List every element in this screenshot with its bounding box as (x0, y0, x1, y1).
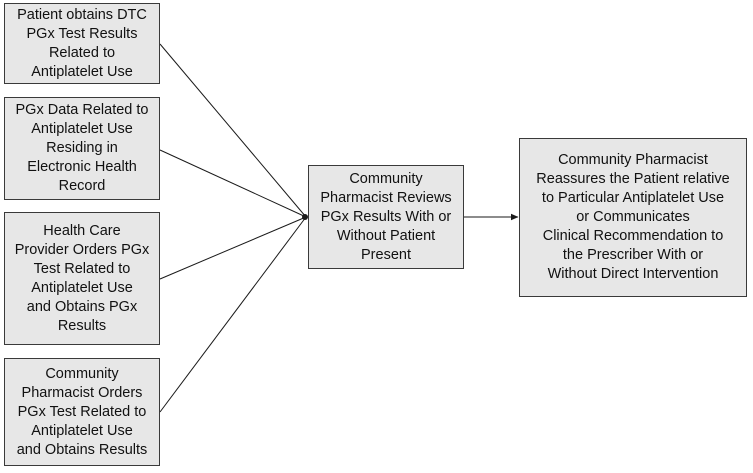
node-pharmacist-outcome: Community Pharmacist Reassures the Patie… (519, 138, 747, 297)
node-pharmacist-reviews-results: Community Pharmacist Reviews PGx Results… (308, 165, 464, 269)
node-provider-orders-pgx: Health Care Provider Orders PGx Test Rel… (4, 212, 160, 345)
node-pharmacist-orders-pgx: Community Pharmacist Orders PGx Test Rel… (4, 358, 160, 466)
node-label: PGx Data Related to Antiplatelet Use Res… (15, 102, 149, 194)
merge-point (302, 214, 308, 220)
node-label: Community Pharmacist Reassures the Patie… (536, 152, 730, 282)
node-label: Community Pharmacist Reviews PGx Results… (320, 170, 452, 263)
connector-ehr-to-review (159, 149, 307, 218)
node-patient-dtc-results: Patient obtains DTC PGx Test Results Rel… (4, 3, 160, 84)
connector-pharm-order-to-review (159, 216, 307, 413)
node-label: Patient obtains DTC PGx Test Results Rel… (17, 6, 147, 80)
node-label: Health Care Provider Orders PGx Test Rel… (14, 222, 150, 334)
connector-dtc-to-review (159, 43, 307, 218)
connector-provider-to-review (159, 216, 307, 280)
node-pgx-data-ehr: PGx Data Related to Antiplatelet Use Res… (4, 97, 160, 200)
node-label: Community Pharmacist Orders PGx Test Rel… (16, 365, 148, 458)
